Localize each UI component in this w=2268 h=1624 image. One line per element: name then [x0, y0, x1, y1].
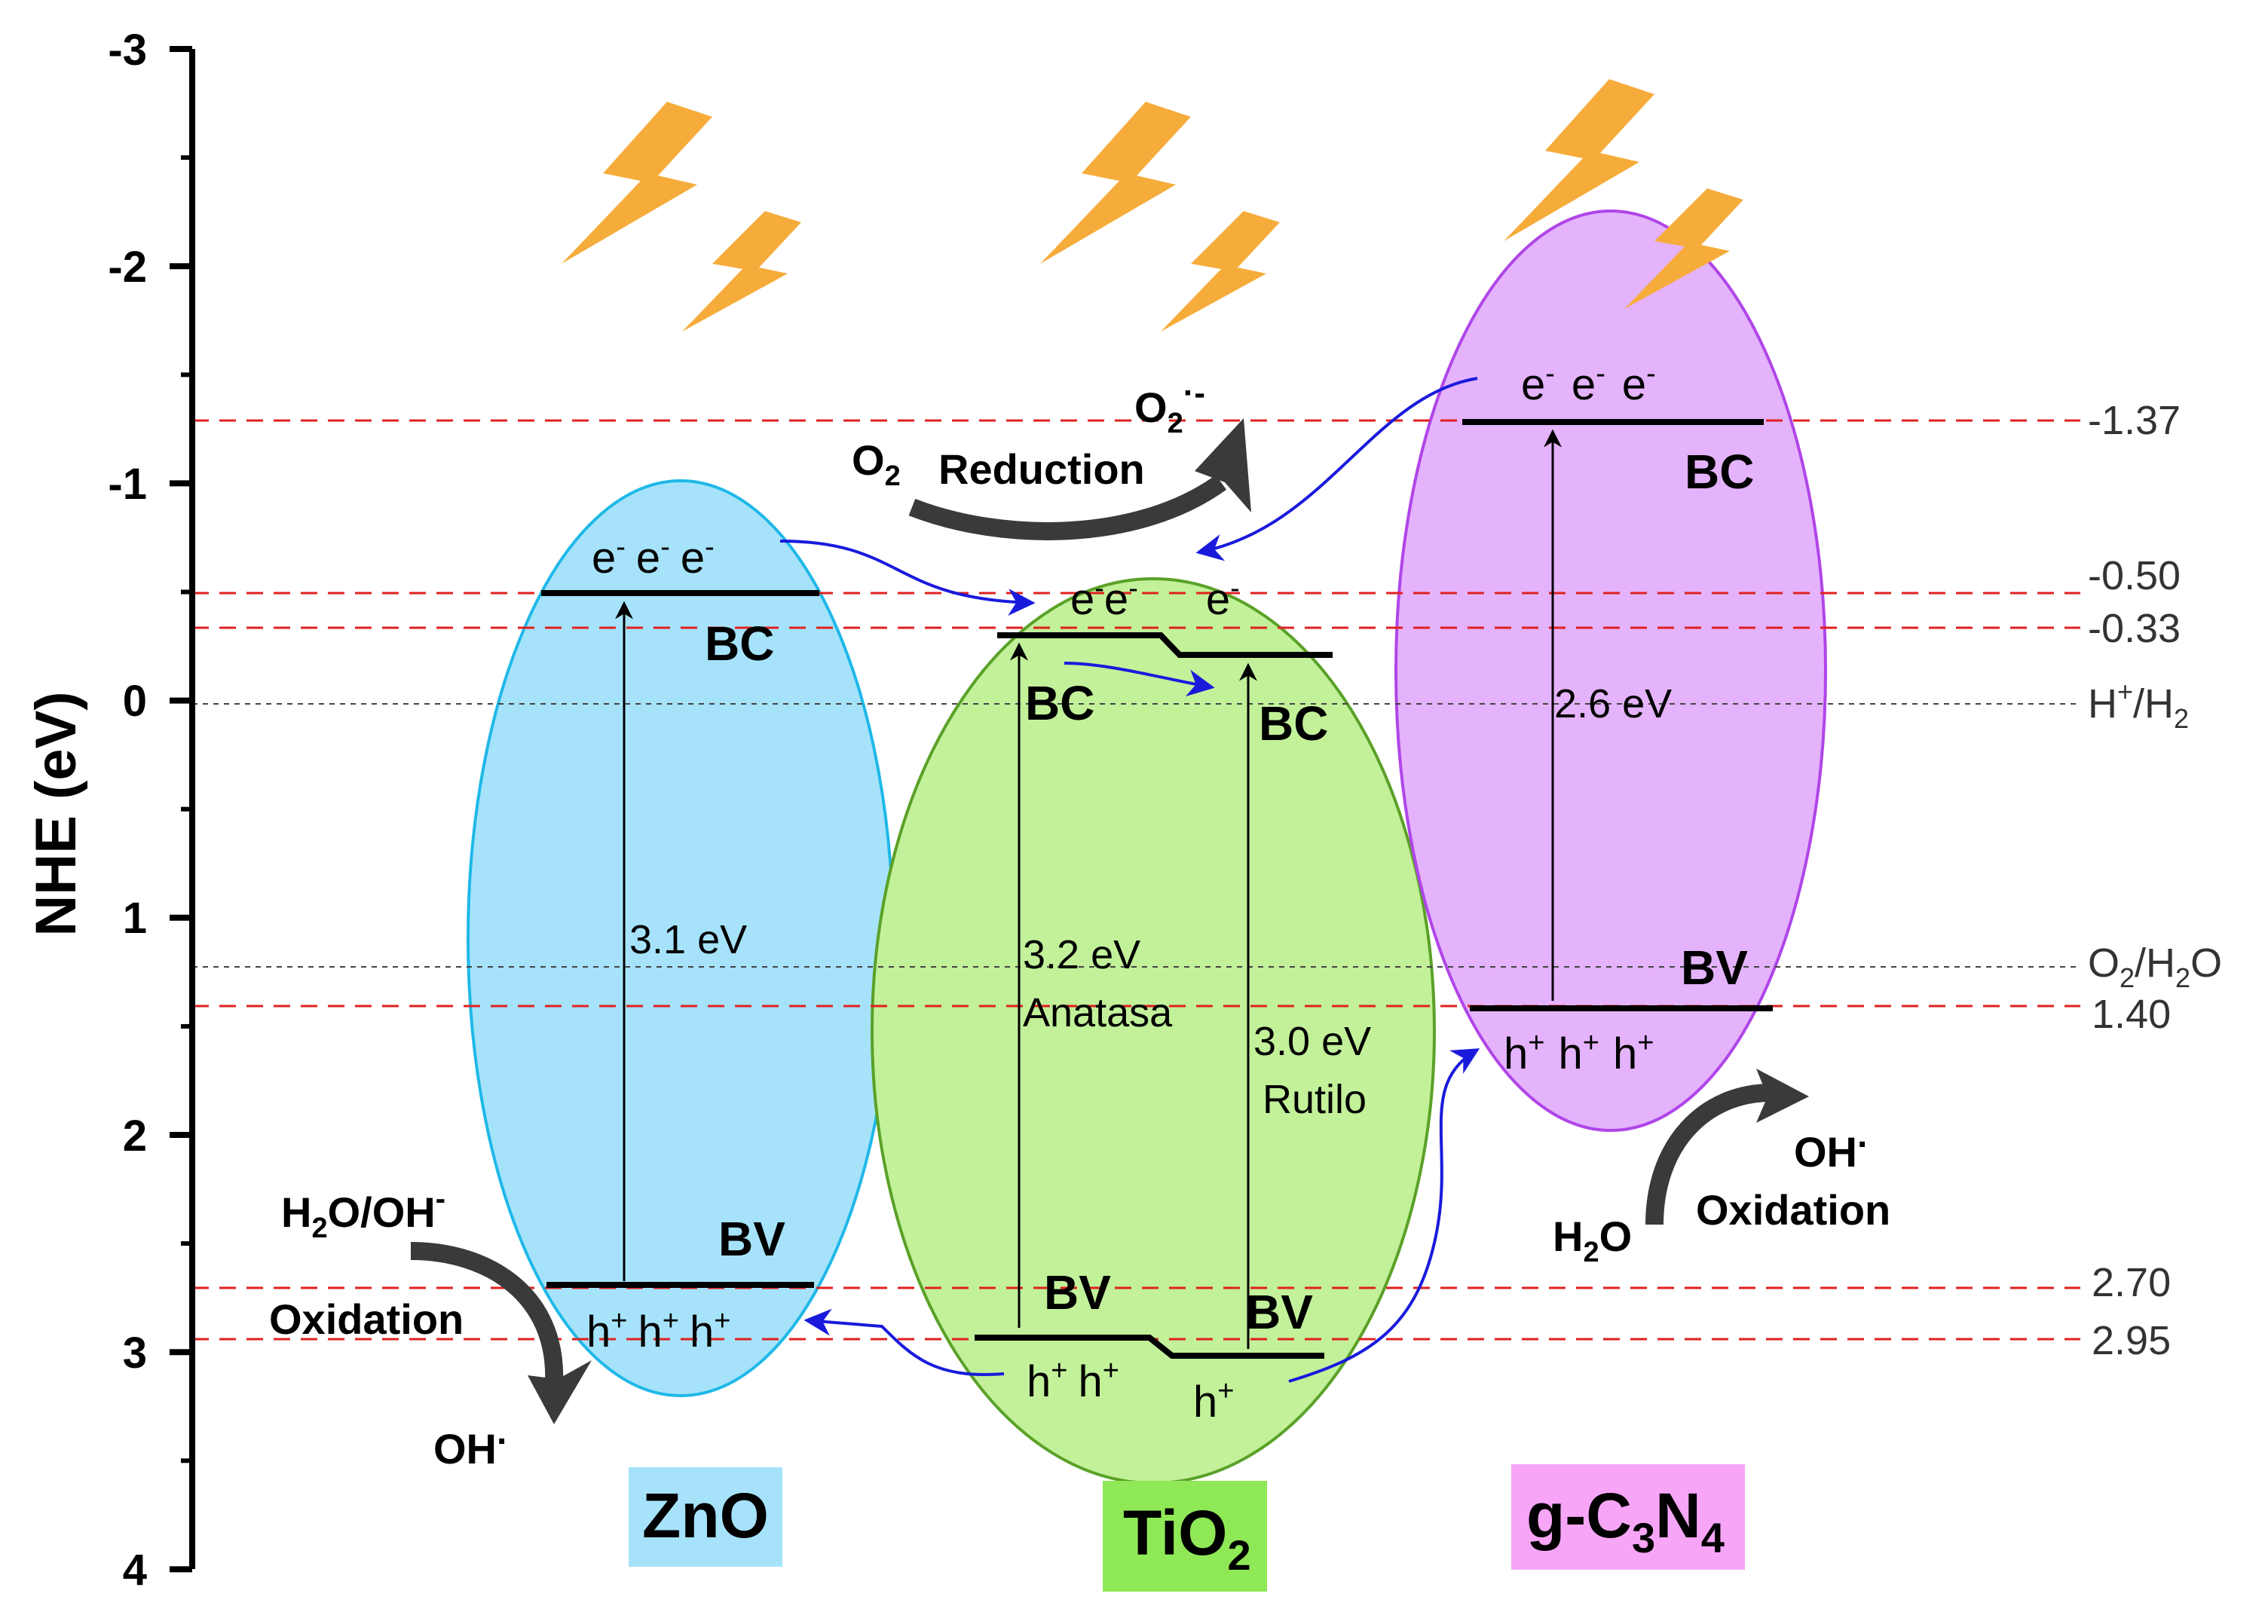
tio2-rutile-phase-label: Rutilo	[1263, 1077, 1367, 1122]
tio2-anatase-bc-label: BC	[1025, 676, 1094, 730]
ref-label-plus-2-95: 2.95	[2092, 1318, 2171, 1363]
ref-label-minus-0-33: -0.33	[2088, 606, 2181, 651]
svg-text:TiO2: TiO2	[1123, 1497, 1251, 1579]
ref-label-plus-1-40: 1.40	[2092, 992, 2171, 1037]
reduction-product: O2·-	[1134, 375, 1205, 439]
redox-lines	[192, 703, 2080, 968]
gc3n4-bv-label: BV	[1681, 940, 1748, 995]
tick-label: 3	[123, 1329, 147, 1378]
zno-holes: h+h+h+	[586, 1305, 730, 1356]
gc3n4-gap-label: 2.6 eV	[1554, 681, 1672, 726]
zno-oxidation-label: Oxidation	[269, 1295, 464, 1343]
ref-label-o2-h2o: O2/H2O	[2088, 940, 2222, 993]
gc3n4-oxidation-product: OH.	[1794, 1115, 1867, 1176]
reduction-label: Reduction	[938, 445, 1145, 493]
zno-label: ZnO	[629, 1467, 782, 1567]
tio2-rutile-bc-label: BC	[1259, 696, 1328, 751]
axis-title: NHE (eV)	[24, 691, 88, 936]
ref-label-minus-1-37: -1.37	[2088, 398, 2181, 443]
tio2-holes-anatase: h+h+	[1027, 1355, 1119, 1406]
curved-arrow-icon	[1645, 1069, 1809, 1225]
y-axis: -3 -2 -1 0 1 2 3 4 NHE (eV)	[24, 26, 195, 1595]
tick-label: 0	[123, 677, 147, 726]
tio2-rutile-bv-label: BV	[1246, 1285, 1313, 1339]
tio2-holes-rutile: h+	[1193, 1375, 1234, 1427]
ref-label-plus-2-70: 2.70	[2092, 1260, 2171, 1305]
tio2-anatase-gap-label: 3.2 eV	[1023, 932, 1140, 977]
tick-label: -1	[108, 460, 147, 509]
ref-label-h-h2: H+/H2	[2088, 676, 2189, 734]
zno-electrons: e-e-e-	[592, 531, 715, 583]
ref-label-minus-0-50: -0.50	[2088, 553, 2181, 598]
gc3n4-electrons: e-e-e-	[1521, 358, 1656, 409]
svg-text:ZnO: ZnO	[642, 1480, 769, 1551]
curved-arrow-icon	[908, 418, 1251, 540]
zno-oxidation-reactant: H2O/OH-	[281, 1182, 445, 1244]
tio2-anatase-bv-label: BV	[1044, 1265, 1111, 1320]
tick-label: 4	[123, 1546, 147, 1595]
gc3n4-ellipse	[1394, 209, 1827, 1132]
tick-label: 2	[123, 1112, 147, 1161]
gc3n4-bands	[1462, 419, 1773, 1011]
curved-arrow-icon	[410, 1242, 592, 1424]
zno-bands	[541, 590, 819, 1288]
svg-text:g-C3N4: g-C3N4	[1526, 1480, 1725, 1561]
tio2-label: TiO2	[1103, 1481, 1267, 1592]
gc3n4-holes: h+h+h+	[1504, 1027, 1654, 1078]
reduction-reactant: O2	[852, 436, 901, 492]
gc3n4-label: g-C3N4	[1511, 1464, 1745, 1570]
gc3n4-oxidation-label: Oxidation	[1696, 1186, 1890, 1234]
zno-oxidation-product: OH.	[433, 1412, 507, 1473]
tick-label: -2	[108, 243, 147, 292]
tio2-electrons: e-e-e-	[1070, 573, 1240, 624]
tick-label: -3	[108, 26, 147, 75]
charge-transfer-arrows	[779, 377, 1480, 1383]
tio2-anatase-phase-label: Anatasa	[1023, 990, 1173, 1035]
gc3n4-bc-label: BC	[1685, 445, 1754, 499]
tio2-bands	[975, 632, 1333, 1359]
zno-bv-label: BV	[718, 1212, 785, 1266]
tick-label: 1	[123, 894, 147, 943]
tio2-rutile-gap-label: 3.0 eV	[1253, 1019, 1371, 1064]
lightning-bolt-icon	[562, 79, 1743, 332]
zno-bc-label: BC	[705, 616, 774, 671]
gc3n4-oxidation-reactant: H2O	[1553, 1213, 1632, 1268]
zno-gap-label: 3.1 eV	[629, 917, 747, 962]
